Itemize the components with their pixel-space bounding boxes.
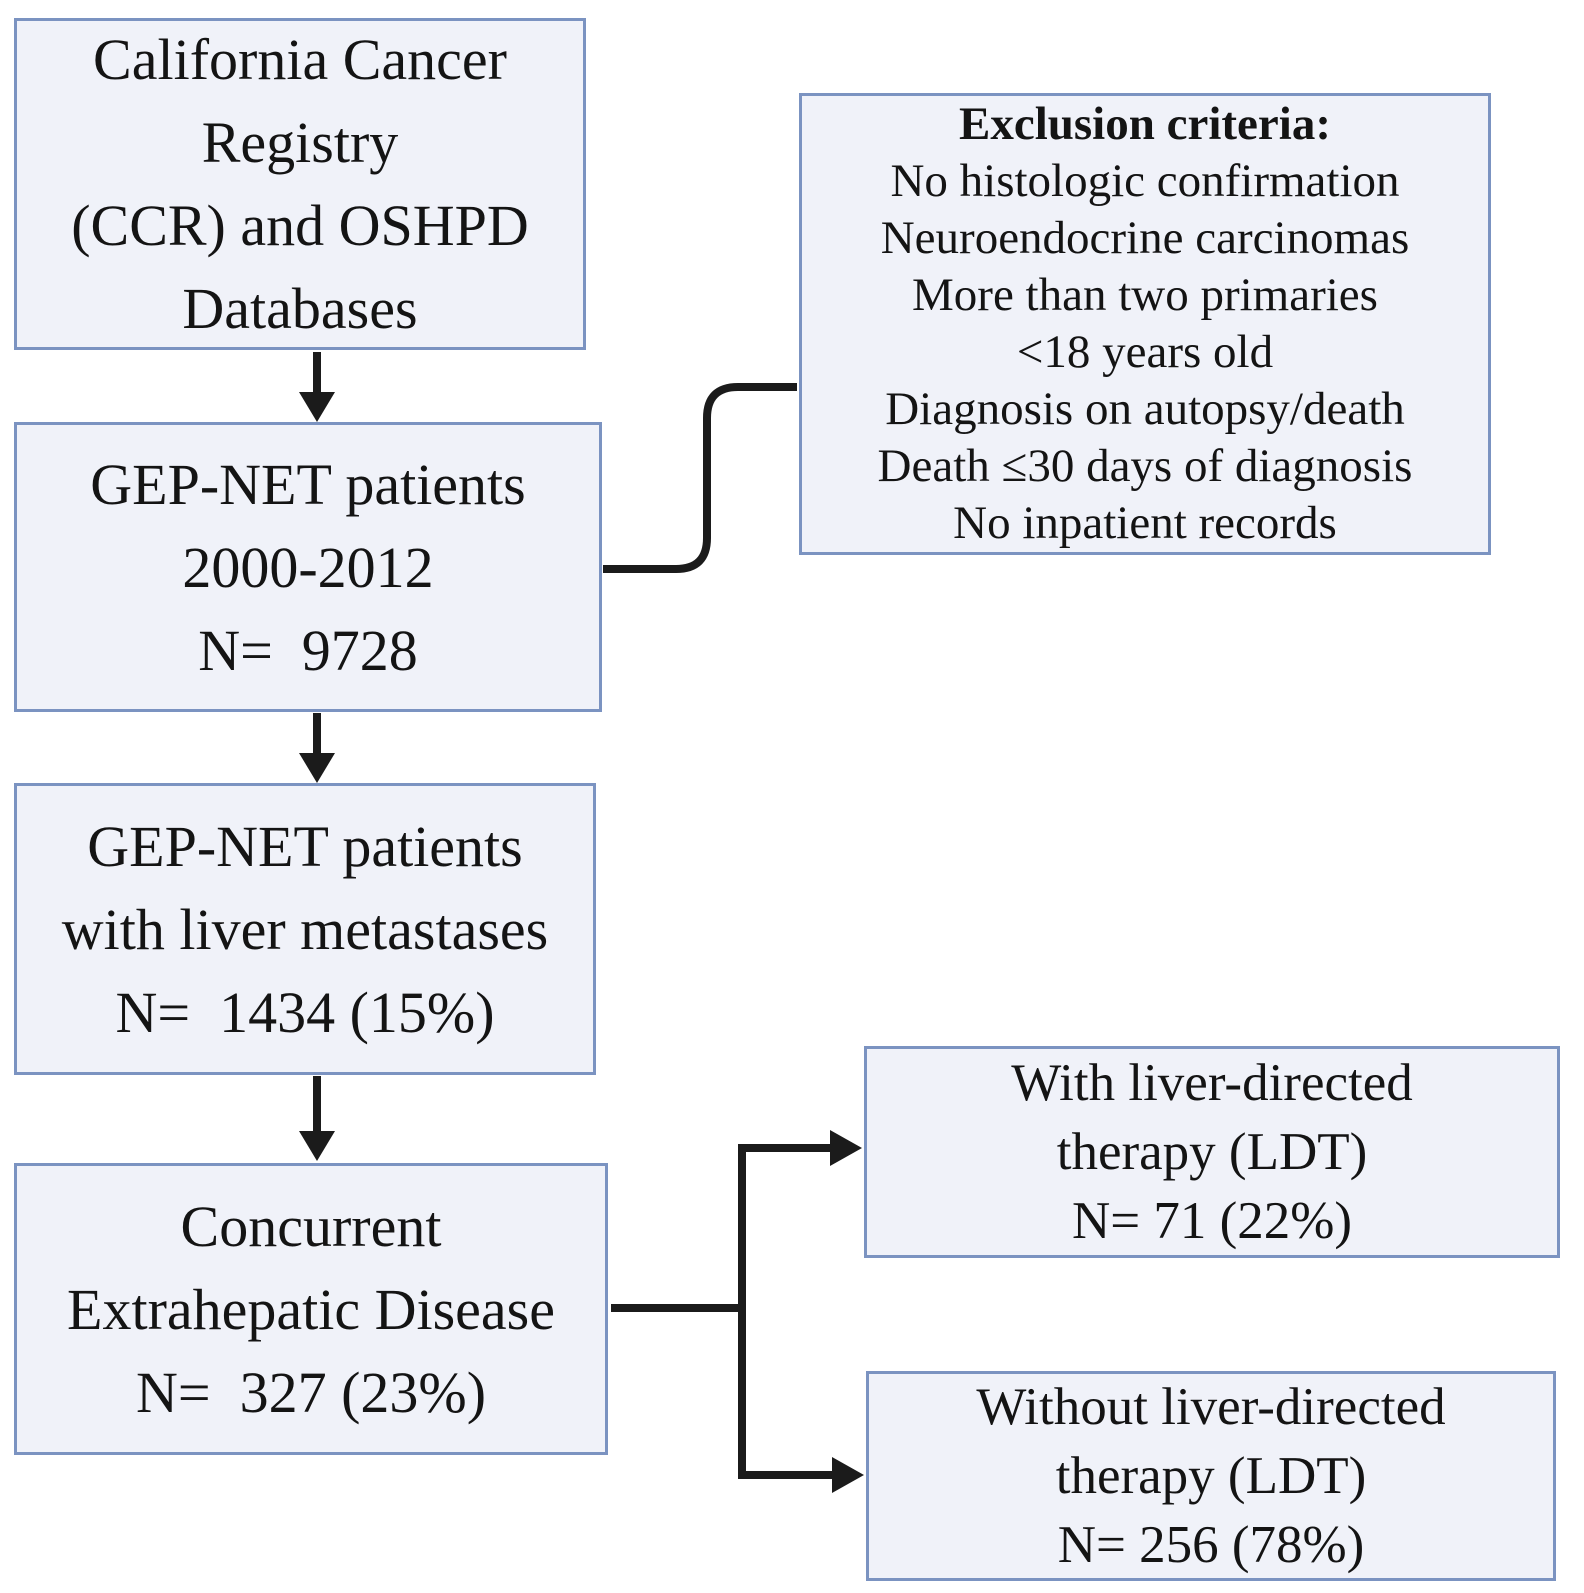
node-with-ldt-text: With liver-directed therapy (LDT) N= 71 … (1011, 1053, 1413, 1250)
arrow-to-without-ldt-head (832, 1457, 864, 1493)
node-extrahepatic-disease: Concurrent Extrahepatic Disease N= 327 (… (14, 1163, 608, 1455)
node-without-ldt: Without liver-directed therapy (LDT) N= … (866, 1371, 1556, 1581)
node-without-ldt-text: Without liver-directed therapy (LDT) N= … (976, 1377, 1446, 1574)
node-ccr-databases-text: California Cancer Registry (CCR) and OSH… (71, 27, 529, 341)
node-exclusion-criteria: Exclusion criteria: No histologic confir… (799, 93, 1491, 555)
connector-gepnet-to-exclusion (603, 383, 797, 573)
node-liver-metastases: GEP-NET patients with liver metastases N… (14, 783, 596, 1075)
arrow-to-with-ldt-head (830, 1130, 862, 1166)
arrow-ccr-to-gepnet-head (299, 392, 335, 422)
node-gepnet-patients: GEP-NET patients 2000-2012 N= 9728 (14, 422, 602, 712)
arrow-liver-to-extrahepatic-head (299, 1131, 335, 1161)
exclusion-criteria-list: No histologic confirmation Neuroendocrin… (877, 155, 1413, 549)
node-extrahepatic-disease-text: Concurrent Extrahepatic Disease N= 327 (… (67, 1193, 555, 1425)
node-liver-metastases-text: GEP-NET patients with liver metastases N… (61, 813, 549, 1045)
arrow-gepnet-to-liver-head (299, 753, 335, 783)
node-ccr-databases: California Cancer Registry (CCR) and OSH… (14, 18, 586, 350)
connector-extrahepatic-branch (611, 1144, 834, 1479)
exclusion-criteria-title: Exclusion criteria: (958, 98, 1331, 150)
node-gepnet-patients-text: GEP-NET patients 2000-2012 N= 9728 (90, 451, 526, 683)
node-with-ldt: With liver-directed therapy (LDT) N= 71 … (864, 1046, 1560, 1258)
